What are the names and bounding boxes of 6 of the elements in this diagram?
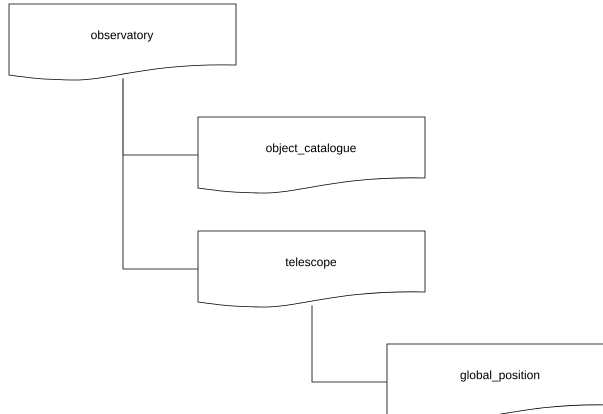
document-box: observatory [8, 4, 236, 80]
connector [122, 78, 198, 270]
connector [312, 304, 387, 382]
document-box: global_position [386, 344, 603, 414]
document-box: telescope [198, 230, 426, 308]
document-box: object_catalogue [198, 116, 426, 194]
